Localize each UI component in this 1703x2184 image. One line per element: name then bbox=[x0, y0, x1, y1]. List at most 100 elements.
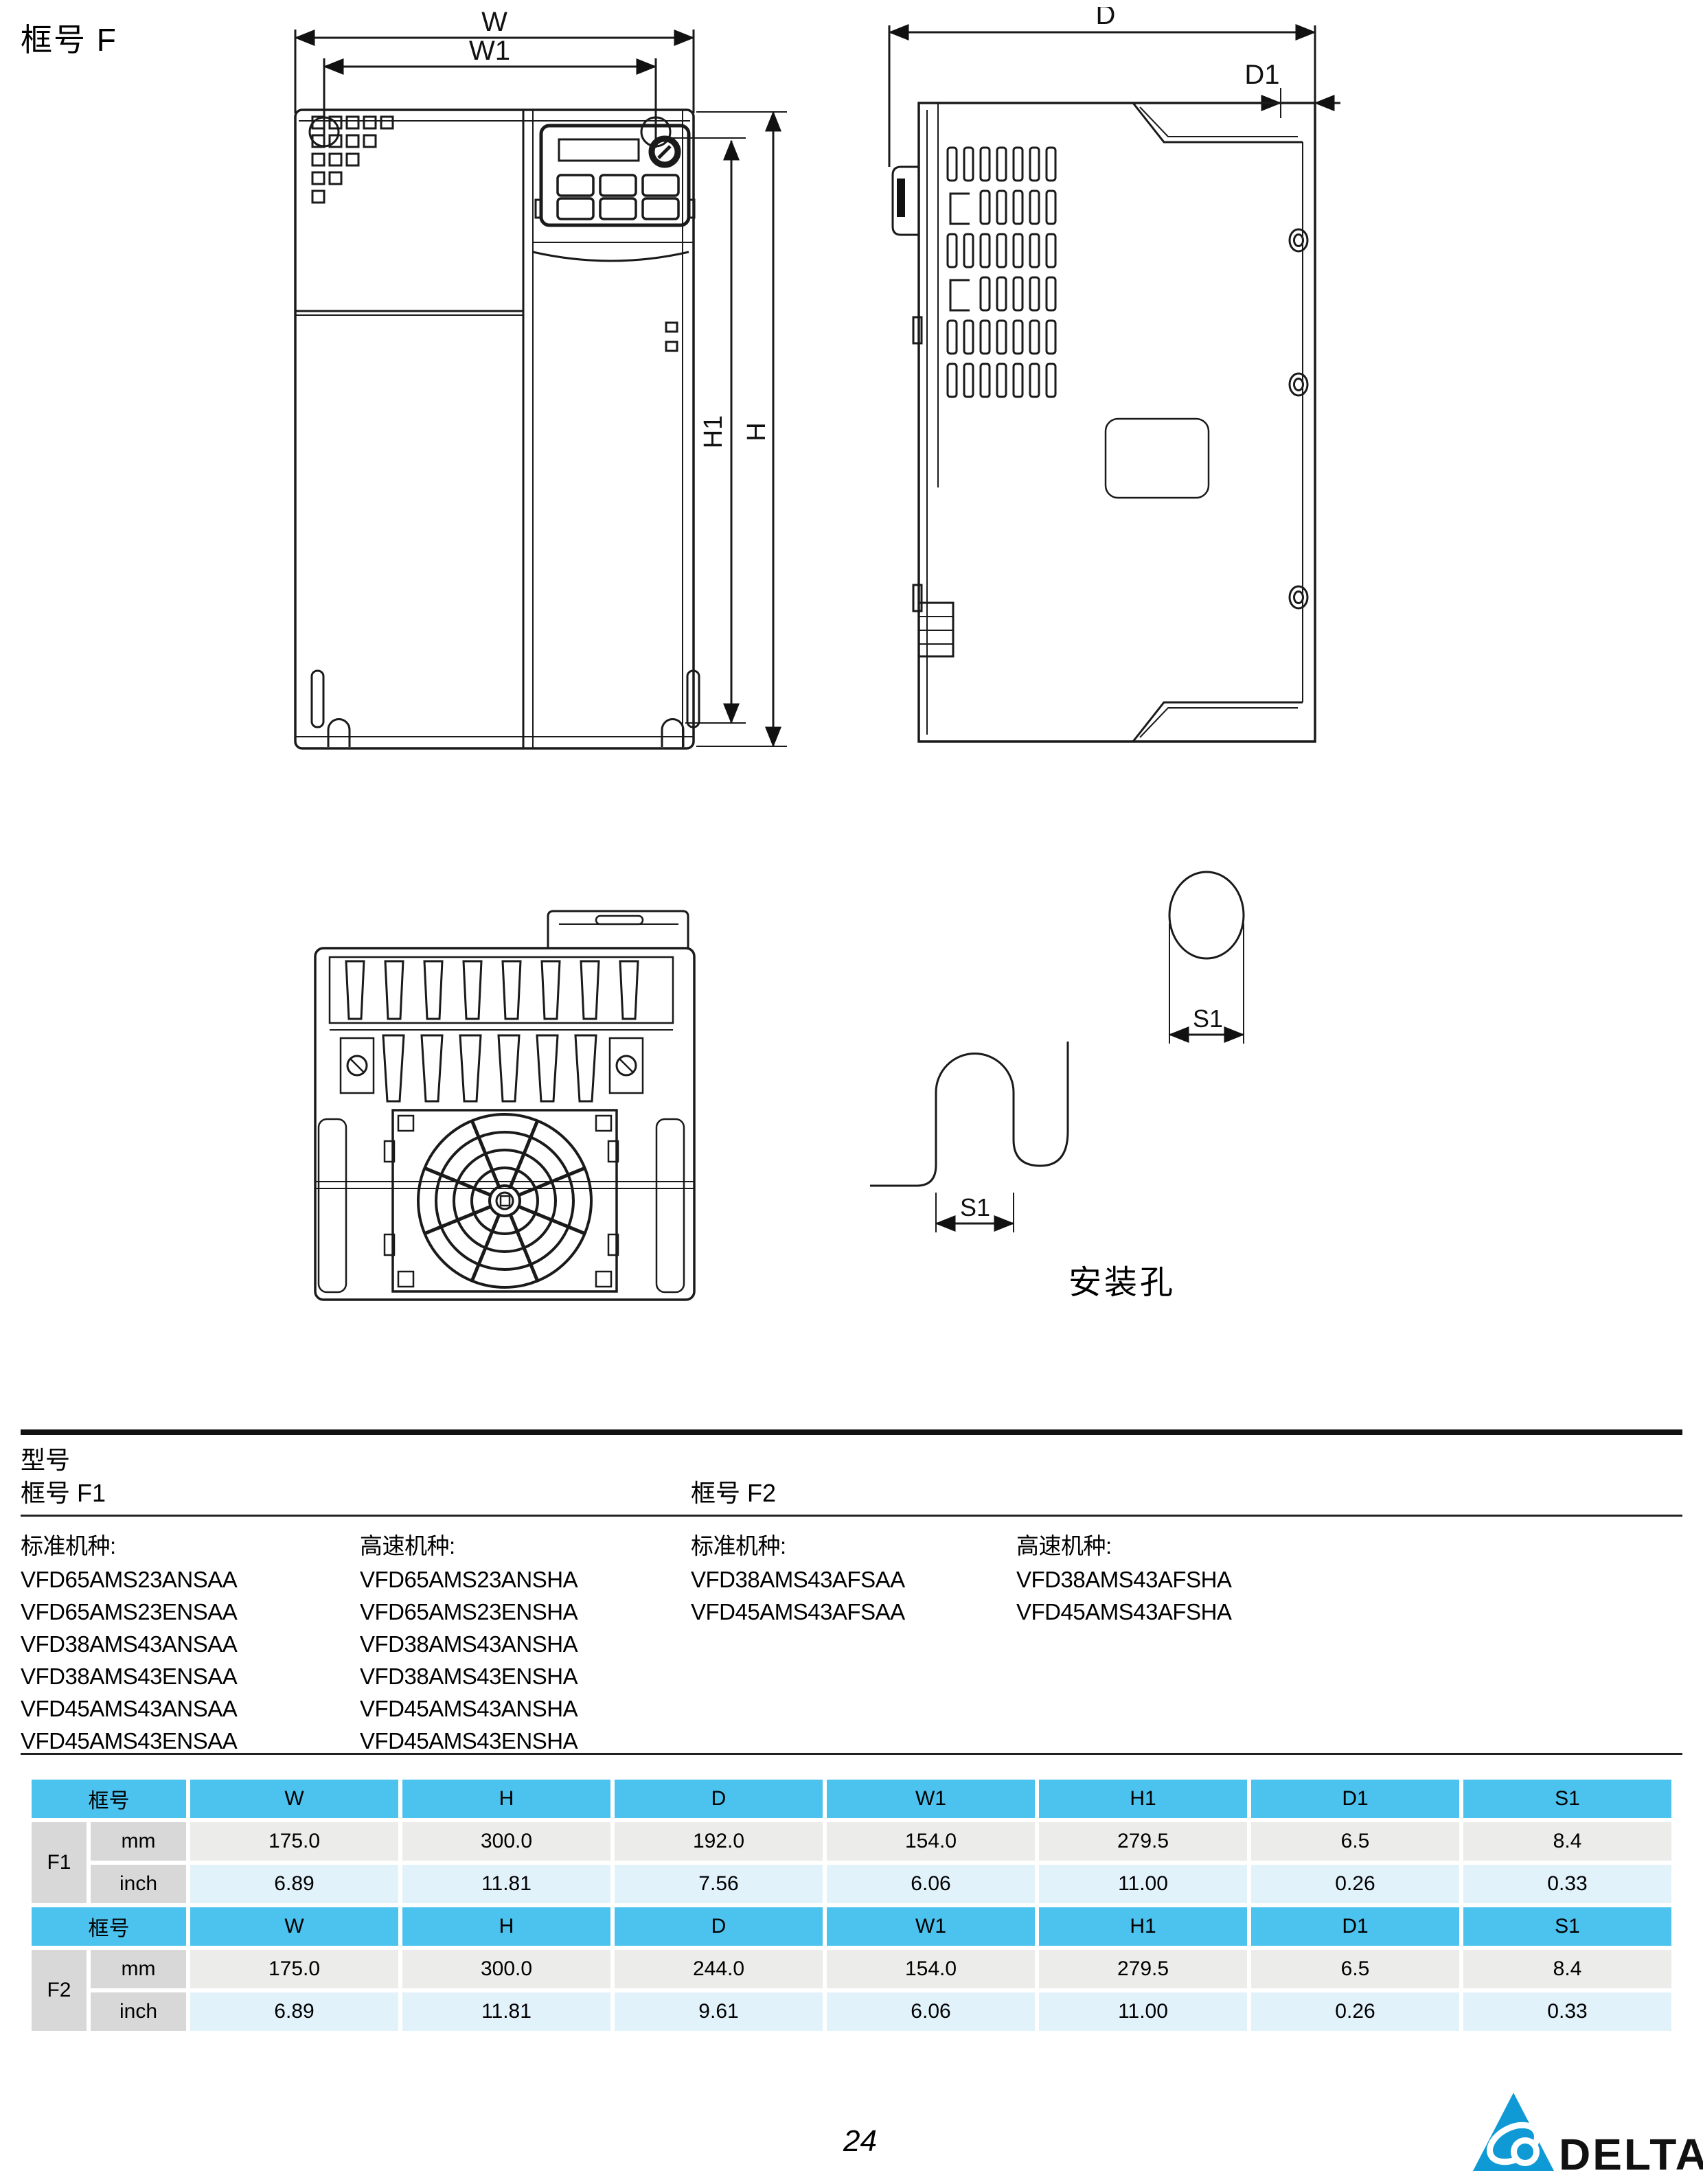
model-list-header: 高速机种: bbox=[1016, 1533, 1112, 1559]
keypad-knob bbox=[648, 135, 681, 168]
value-cell: 0.33 bbox=[1463, 1865, 1671, 1903]
section-divider-thin bbox=[21, 1515, 1682, 1517]
model-number: VFD65AMS23ENSAA bbox=[21, 1599, 238, 1624]
header-d1: D1 bbox=[1251, 1780, 1459, 1818]
value-cell: 6.5 bbox=[1251, 1950, 1459, 1988]
model-list-header: 标准机种: bbox=[691, 1533, 786, 1559]
model-number: VFD38AMS43ANSHA bbox=[360, 1631, 578, 1657]
keypad-display bbox=[558, 138, 640, 162]
model-number: VFD45AMS43AFSHA bbox=[1016, 1599, 1232, 1624]
bottom-view-drawing bbox=[314, 910, 696, 1301]
delta-wordmark: DELTA bbox=[1559, 2130, 1703, 2179]
value-cell: 6.89 bbox=[190, 1865, 398, 1903]
mounting-hole-diagram: S1 S1 bbox=[870, 871, 1245, 1232]
cooling-fan bbox=[383, 1109, 619, 1293]
header-s1: S1 bbox=[1463, 1780, 1671, 1818]
value-cell: 279.5 bbox=[1039, 1950, 1247, 1988]
unit-label: inch bbox=[91, 1865, 186, 1903]
terminal-blocks bbox=[328, 956, 674, 1103]
header-d1: D1 bbox=[1251, 1907, 1459, 1946]
header-w: W bbox=[190, 1780, 398, 1818]
value-cell: 11.00 bbox=[1039, 1992, 1247, 2031]
unit-label: mm bbox=[91, 1950, 186, 1988]
table-row-f1-mm: F1 mm 175.0 300.0 192.0 154.0 279.5 6.5 … bbox=[32, 1822, 1671, 1903]
header-d: D bbox=[615, 1780, 823, 1818]
model-number: VFD45AMS43AFSAA bbox=[691, 1599, 905, 1624]
dim-label-s1-circle: S1 bbox=[1193, 1004, 1223, 1033]
dim-label-w: W bbox=[481, 10, 507, 37]
model-number: VFD38AMS43ENSHA bbox=[360, 1664, 578, 1689]
table-header-row-f1: 框号 W H D W1 H1 D1 S1 bbox=[32, 1780, 1671, 1818]
value-cell: 6.5 bbox=[1251, 1822, 1459, 1861]
value-cell: 175.0 bbox=[190, 1950, 398, 1988]
dim-label-d: D bbox=[1096, 7, 1116, 30]
value-cell: 192.0 bbox=[615, 1822, 823, 1861]
unit-label: inch bbox=[91, 1992, 186, 2031]
header-frame: 框号 bbox=[32, 1780, 186, 1818]
table-row-f2-inch: inch 6.89 11.81 9.61 6.06 11.00 0.26 0.3… bbox=[32, 1992, 1671, 2031]
model-number: VFD38AMS43ANSAA bbox=[21, 1631, 238, 1657]
header-d: D bbox=[615, 1907, 823, 1946]
table-row-f1-inch: inch 6.89 11.81 7.56 6.06 11.00 0.26 0.3… bbox=[32, 1865, 1671, 1903]
front-view-drawing: W W1 H1 H bbox=[294, 10, 787, 750]
value-cell: 154.0 bbox=[827, 1822, 1035, 1861]
value-cell: 8.4 bbox=[1463, 1822, 1671, 1861]
value-cell: 8.4 bbox=[1463, 1950, 1671, 1988]
model-number: VFD45AMS43ANSHA bbox=[360, 1696, 578, 1721]
mount-hole-circle bbox=[1168, 871, 1245, 960]
model-list-header: 高速机种: bbox=[360, 1533, 455, 1559]
frame-f1-title: 框号 F1 bbox=[21, 1479, 106, 1507]
value-cell: 0.26 bbox=[1251, 1865, 1459, 1903]
value-cell: 244.0 bbox=[615, 1950, 823, 1988]
header-h1: H1 bbox=[1039, 1780, 1247, 1818]
value-cell: 154.0 bbox=[827, 1950, 1035, 1988]
mounting-hole-caption: 安装孔 bbox=[1068, 1265, 1176, 1301]
model-number: VFD38AMS43AFSHA bbox=[1016, 1567, 1232, 1592]
table-row-f2-mm: F2 mm 175.0 300.0 244.0 154.0 279.5 6.5 … bbox=[32, 1950, 1671, 2031]
page-number: 24 bbox=[843, 2124, 877, 2158]
dim-label-s1-slot: S1 bbox=[960, 1193, 990, 1221]
header-h1: H1 bbox=[1039, 1907, 1247, 1946]
value-cell: 9.61 bbox=[615, 1992, 823, 2031]
model-number: VFD38AMS43ENSAA bbox=[21, 1664, 238, 1689]
model-list-f1-standard: 标准机种: VFD65AMS23ANSAA VFD65AMS23ENSAA VF… bbox=[21, 1530, 343, 1757]
keypad-side-profile bbox=[897, 179, 905, 217]
header-h: H bbox=[402, 1907, 610, 1946]
model-list-header: 标准机种: bbox=[21, 1533, 116, 1559]
keypad bbox=[532, 124, 696, 262]
model-number: VFD65AMS23ANSAA bbox=[21, 1567, 238, 1592]
model-number: VFD45AMS43ENSHA bbox=[360, 1728, 578, 1754]
value-cell: 175.0 bbox=[190, 1822, 398, 1861]
value-cell: 0.26 bbox=[1251, 1992, 1459, 2031]
side-view-drawing: D D1 bbox=[888, 7, 1340, 743]
header-h: H bbox=[402, 1780, 610, 1818]
value-cell: 300.0 bbox=[402, 1950, 610, 1988]
dim-label-h: H bbox=[742, 422, 771, 441]
mount-hole-slot bbox=[870, 1042, 1069, 1187]
model-section-title: 型号 bbox=[21, 1446, 71, 1474]
header-s1: S1 bbox=[1463, 1907, 1671, 1946]
model-number: VFD65AMS23ANSHA bbox=[360, 1567, 578, 1592]
value-cell: 6.06 bbox=[827, 1992, 1035, 2031]
header-w: W bbox=[190, 1907, 398, 1946]
model-list-f2-standard: 标准机种: VFD38AMS43AFSAA VFD45AMS43AFSAA bbox=[691, 1530, 1014, 1628]
value-cell: 6.89 bbox=[190, 1992, 398, 2031]
table-header-row-f2: 框号 W H D W1 H1 D1 S1 bbox=[32, 1907, 1671, 1946]
dimensions-table: 框号 W H D W1 H1 D1 S1 F1 mm 175.0 300.0 1… bbox=[27, 1775, 1676, 2035]
delta-logo: DELTA bbox=[1473, 2093, 1703, 2179]
section-divider-thick bbox=[21, 1429, 1682, 1435]
dim-label-h1: H1 bbox=[699, 415, 728, 449]
value-cell: 279.5 bbox=[1039, 1822, 1247, 1861]
dim-label-d1: D1 bbox=[1244, 60, 1279, 90]
value-cell: 7.56 bbox=[615, 1865, 823, 1903]
side-screw-holes bbox=[1288, 228, 1309, 610]
model-list-f1-highspeed: 高速机种: VFD65AMS23ANSHA VFD65AMS23ENSHA VF… bbox=[360, 1530, 683, 1757]
unit-label: mm bbox=[91, 1822, 186, 1861]
model-number: VFD45AMS43ENSAA bbox=[21, 1728, 238, 1754]
model-list-f2-highspeed: 高速机种: VFD38AMS43AFSHA VFD45AMS43AFSHA bbox=[1016, 1530, 1339, 1628]
frame-f2-title: 框号 F2 bbox=[691, 1479, 777, 1507]
header-frame: 框号 bbox=[32, 1907, 186, 1946]
value-cell: 0.33 bbox=[1463, 1992, 1671, 2031]
value-cell: 11.81 bbox=[402, 1865, 610, 1903]
